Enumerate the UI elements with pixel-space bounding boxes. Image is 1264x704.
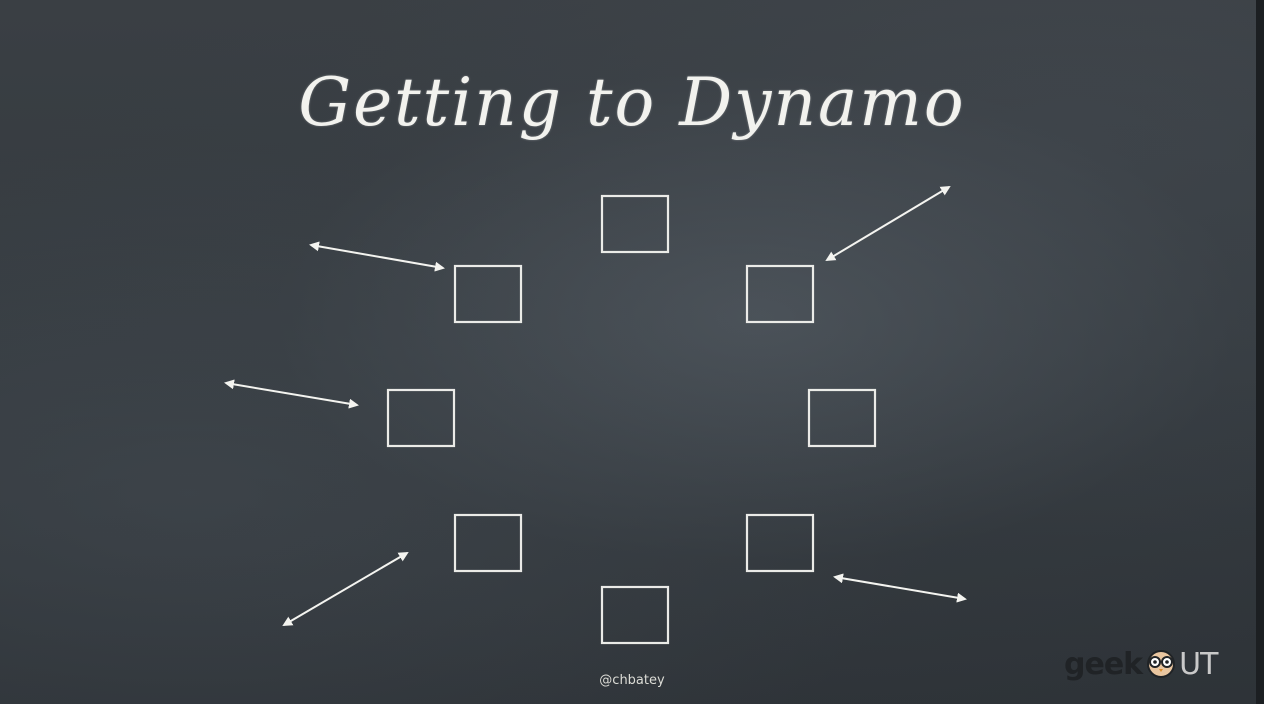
geekout-logo: geek UT xyxy=(1064,644,1218,684)
ring-node-box xyxy=(453,513,523,573)
slide-border xyxy=(1256,0,1264,704)
owl-face-icon xyxy=(1147,650,1176,678)
slide-title: Getting to Dynamo xyxy=(298,64,966,141)
double-arrow xyxy=(825,185,951,262)
twitter-handle: @chbatey xyxy=(599,673,665,688)
double-arrow xyxy=(282,551,409,627)
ring-node-box xyxy=(807,388,877,448)
ring-node-box xyxy=(600,194,670,254)
double-arrow xyxy=(224,379,359,409)
ring-node-box xyxy=(745,264,815,324)
ring-node-box xyxy=(453,264,523,324)
double-arrow xyxy=(309,241,445,272)
ring-node-box xyxy=(386,388,456,448)
logo-wordmark-b: UT xyxy=(1179,646,1218,682)
double-arrow xyxy=(833,573,967,603)
logo-wordmark-a: geek xyxy=(1064,646,1143,682)
ring-node-box xyxy=(600,585,670,645)
ring-node-box xyxy=(745,513,815,573)
